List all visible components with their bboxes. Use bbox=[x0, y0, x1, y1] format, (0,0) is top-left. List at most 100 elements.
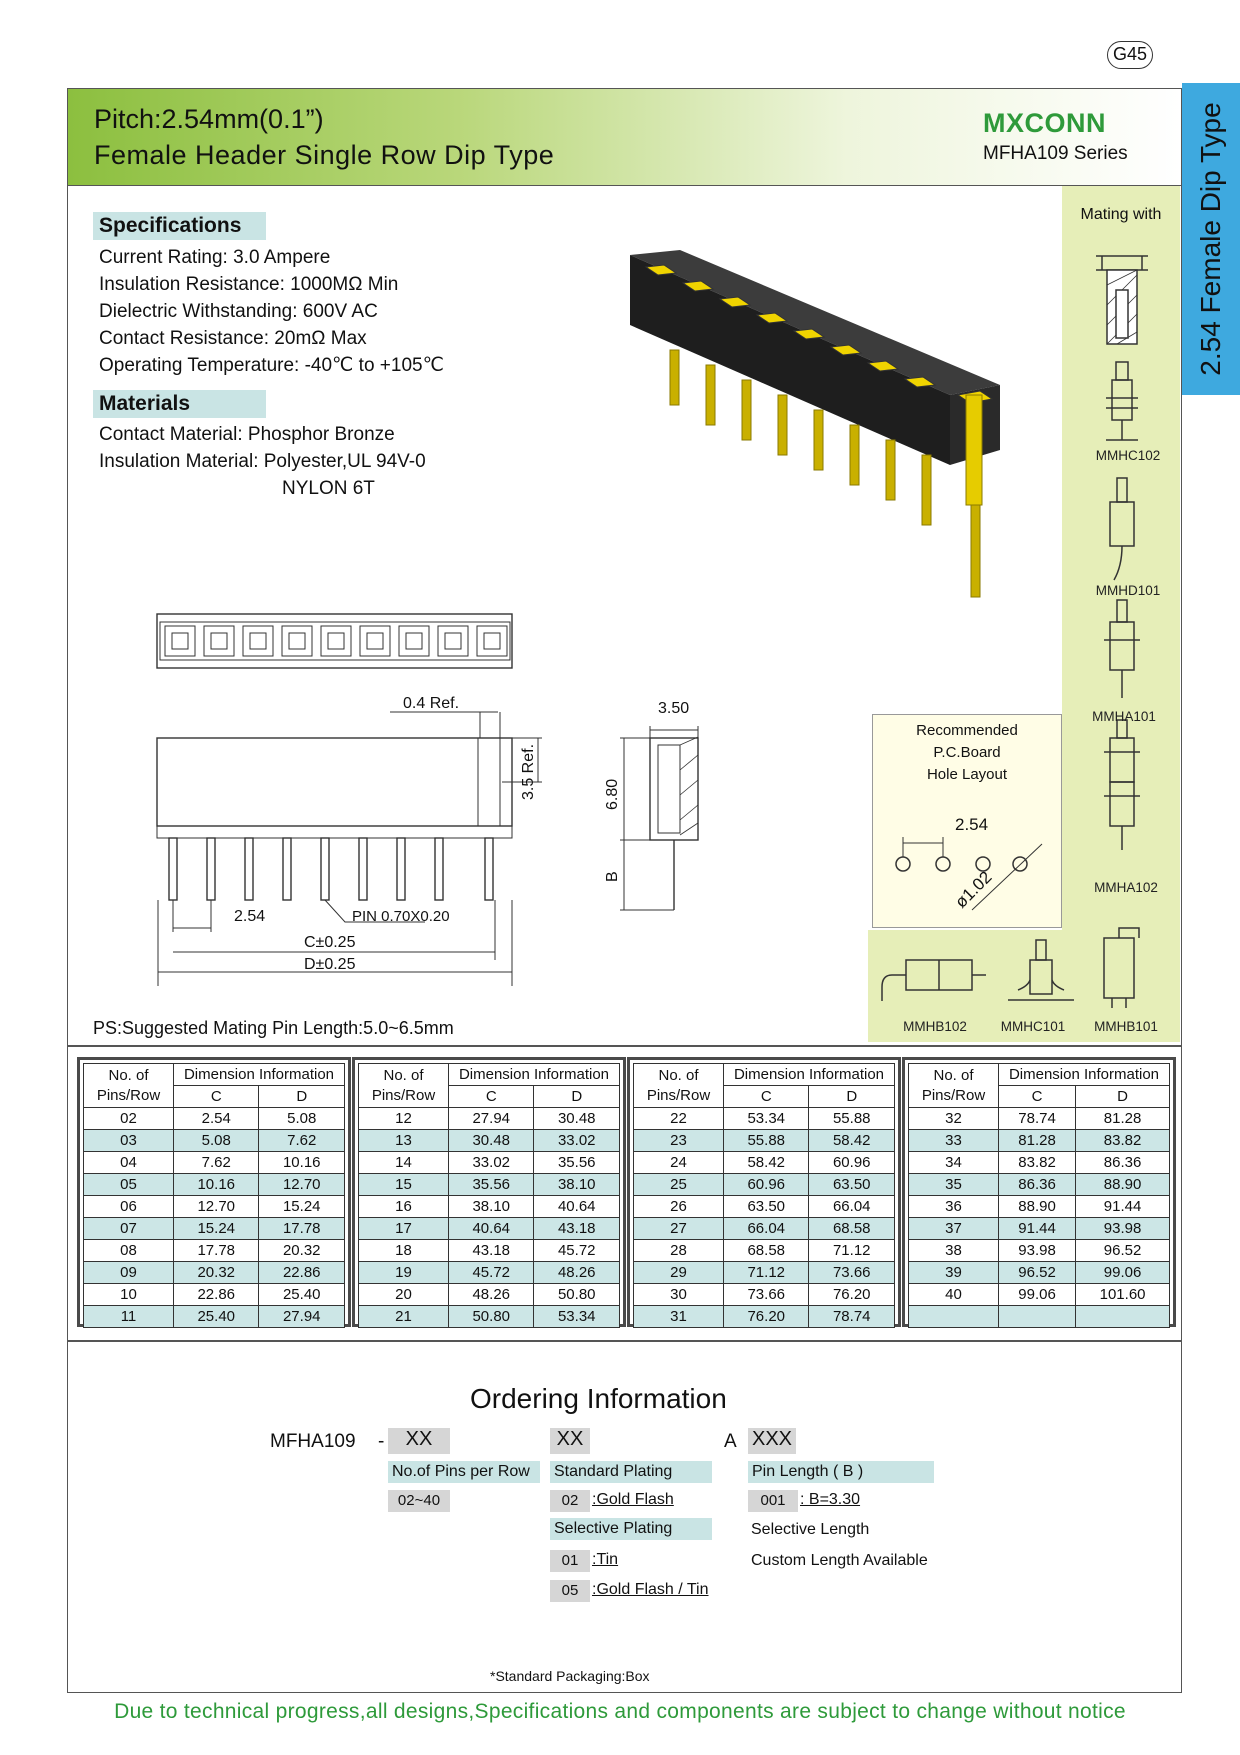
table-cell: 73.66 bbox=[722, 1283, 810, 1306]
table-cell: 36 bbox=[908, 1195, 999, 1218]
table-cell: 06 bbox=[83, 1195, 174, 1218]
mating-title: Mating with bbox=[1080, 206, 1162, 223]
table-cell: 18 bbox=[358, 1239, 449, 1262]
table-cell: 12.70 bbox=[258, 1173, 345, 1196]
table-cell: 09 bbox=[83, 1261, 174, 1284]
table-cell: 33 bbox=[908, 1129, 999, 1152]
table-cell: 02 bbox=[83, 1107, 174, 1130]
table-cell: 33.02 bbox=[447, 1151, 535, 1174]
col-header-c: C bbox=[447, 1085, 535, 1108]
table-cell: 15.24 bbox=[258, 1195, 345, 1218]
table-cell: 7.62 bbox=[172, 1151, 260, 1174]
table-cell: 73.66 bbox=[808, 1261, 895, 1284]
order-len-code: 001 bbox=[748, 1490, 798, 1512]
pcb-layout-box bbox=[872, 714, 1062, 928]
table-cell: 93.98 bbox=[997, 1239, 1077, 1262]
table-cell: 86.36 bbox=[997, 1173, 1077, 1196]
order-custom-length: Custom Length Available bbox=[751, 1552, 928, 1569]
table-cell: 83.82 bbox=[997, 1151, 1077, 1174]
col-header-dim: Dimension Information bbox=[448, 1063, 620, 1086]
table-cell: 10.16 bbox=[172, 1173, 260, 1196]
table-cell: 14 bbox=[358, 1151, 449, 1174]
table-cell: 25.40 bbox=[172, 1305, 260, 1328]
table-cell: 68.58 bbox=[722, 1239, 810, 1262]
technical-drawing bbox=[156, 613, 699, 986]
order-sel-plating: Selective Plating bbox=[550, 1518, 712, 1540]
table-cell: 05 bbox=[83, 1173, 174, 1196]
table-cell: 27 bbox=[633, 1217, 724, 1240]
table-cell: 55.88 bbox=[808, 1107, 895, 1130]
table-cell: 29 bbox=[633, 1261, 724, 1284]
table-cell: 60.96 bbox=[722, 1173, 810, 1196]
packaging-note: *Standard Packaging:Box bbox=[490, 1668, 650, 1684]
table-cell: 78.74 bbox=[997, 1107, 1077, 1130]
ordering-title: Ordering Information bbox=[470, 1383, 727, 1414]
order-sel-code-2: 05 bbox=[550, 1580, 590, 1602]
order-sel-code-1: 01 bbox=[550, 1550, 590, 1572]
table-cell: 21 bbox=[358, 1305, 449, 1328]
mating-label-mmhb101: MMHB101 bbox=[1094, 1019, 1158, 1034]
order-a: A bbox=[724, 1431, 737, 1452]
dim-c: C±0.25 bbox=[304, 934, 356, 951]
table-cell: 10.16 bbox=[258, 1151, 345, 1174]
table-cell: 88.90 bbox=[997, 1195, 1077, 1218]
table-cell: 38.10 bbox=[533, 1173, 620, 1196]
table-cell: 15.24 bbox=[172, 1217, 260, 1240]
order-len-desc: : B=3.30 bbox=[800, 1491, 861, 1508]
table-cell: 66.04 bbox=[722, 1217, 810, 1240]
table-cell: 12 bbox=[358, 1107, 449, 1130]
page-frame bbox=[67, 88, 1182, 1693]
specifications-heading: Specifications bbox=[93, 212, 266, 240]
dim-pin: PIN 0.70X0.20 bbox=[352, 908, 450, 925]
table-cell: 07 bbox=[83, 1217, 174, 1240]
table-cell: 23 bbox=[633, 1129, 724, 1152]
dim-ref-35: 3.5 Ref. bbox=[520, 743, 537, 800]
footer-notice: Due to technical progress,all designs,Sp… bbox=[114, 1700, 1126, 1723]
table-cell: 33.02 bbox=[533, 1129, 620, 1152]
table-cell: 5.08 bbox=[172, 1129, 260, 1152]
header-banner bbox=[68, 89, 1181, 186]
table-cell: 20 bbox=[358, 1283, 449, 1306]
table-cell: 40 bbox=[908, 1283, 999, 1306]
table-cell: 63.50 bbox=[722, 1195, 810, 1218]
order-sel-desc-2: :Gold Flash / Tin bbox=[592, 1581, 709, 1598]
materials-heading: Materials bbox=[93, 390, 266, 418]
order-std-desc: :Gold Flash bbox=[592, 1491, 674, 1508]
table-cell: 25 bbox=[633, 1173, 724, 1196]
order-sel-desc-1: :Tin bbox=[592, 1551, 619, 1568]
spec-line: Insulation Resistance: 1000MΩ Min bbox=[99, 274, 399, 295]
col-header-dim: Dimension Information bbox=[998, 1063, 1170, 1086]
dim-d: D±0.25 bbox=[304, 956, 356, 973]
series-name: MFHA109 Series bbox=[983, 143, 1128, 164]
order-pins-value: 02~40 bbox=[388, 1490, 450, 1512]
table-cell: 22 bbox=[633, 1107, 724, 1130]
table-cell: 30.48 bbox=[447, 1129, 535, 1152]
col-header-d: D bbox=[1075, 1085, 1170, 1108]
table-cell: 71.12 bbox=[808, 1239, 895, 1262]
table-cell: 76.20 bbox=[722, 1305, 810, 1328]
table-cell: 28 bbox=[633, 1239, 724, 1262]
